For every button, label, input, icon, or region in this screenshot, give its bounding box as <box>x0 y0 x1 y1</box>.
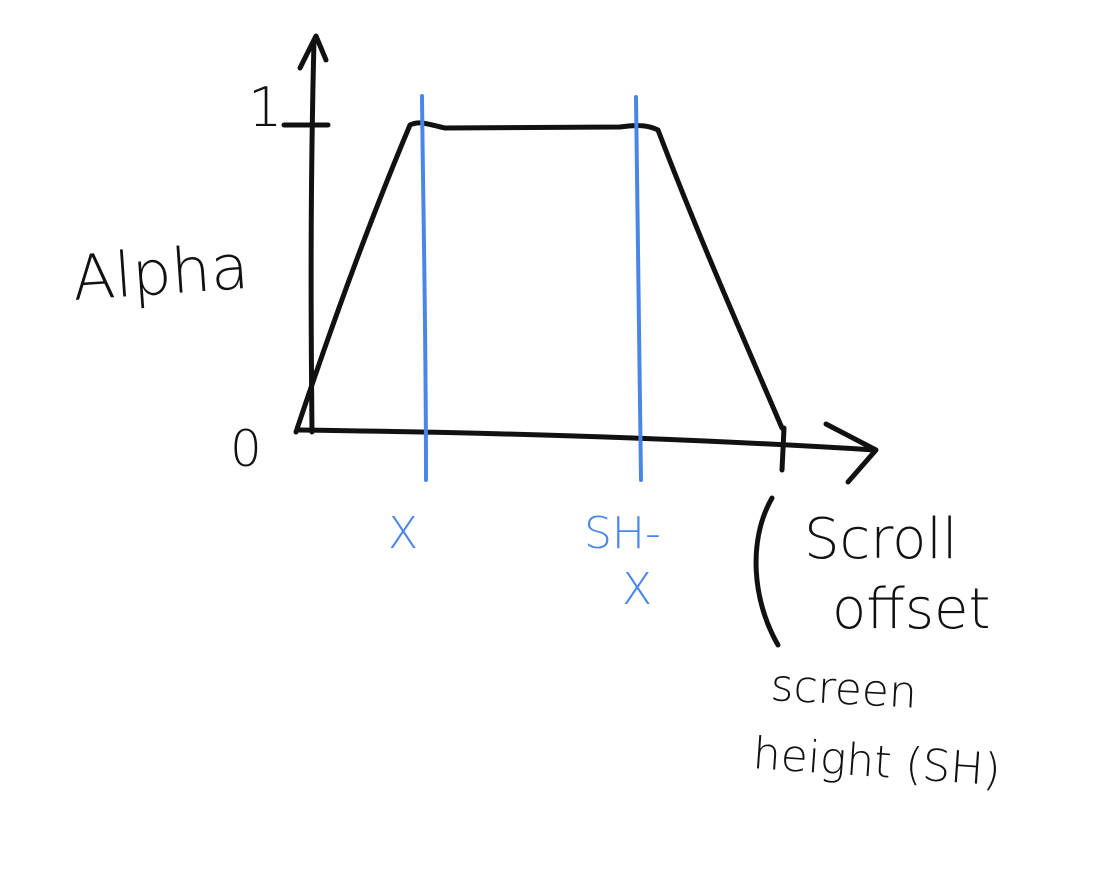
x-axis-label-line2: offset <box>832 577 990 642</box>
marker-line-x <box>420 94 428 482</box>
y-axis-label: Alpha <box>70 230 251 315</box>
x-axis-arrowhead <box>823 421 879 485</box>
end-note-line1: screen <box>769 660 918 719</box>
marker-line-sh-minus-x <box>634 95 643 482</box>
y-tick-label-zero: 0 <box>230 420 262 478</box>
note-bracket <box>753 495 781 648</box>
x-tick-end <box>779 425 787 473</box>
marker-label-sh-minus-line2: X <box>622 564 652 615</box>
y-tick-label-one: 1 <box>248 76 282 139</box>
alpha-curve <box>293 120 785 435</box>
x-axis-line <box>295 427 878 453</box>
marker-label-sh-minus-line1: SH- <box>584 508 661 559</box>
end-note-line2: height (SH) <box>751 728 1002 796</box>
y-axis-arrowhead <box>297 33 329 71</box>
x-axis-label-line1: Scroll <box>804 507 958 572</box>
marker-label-x: X <box>388 508 418 559</box>
